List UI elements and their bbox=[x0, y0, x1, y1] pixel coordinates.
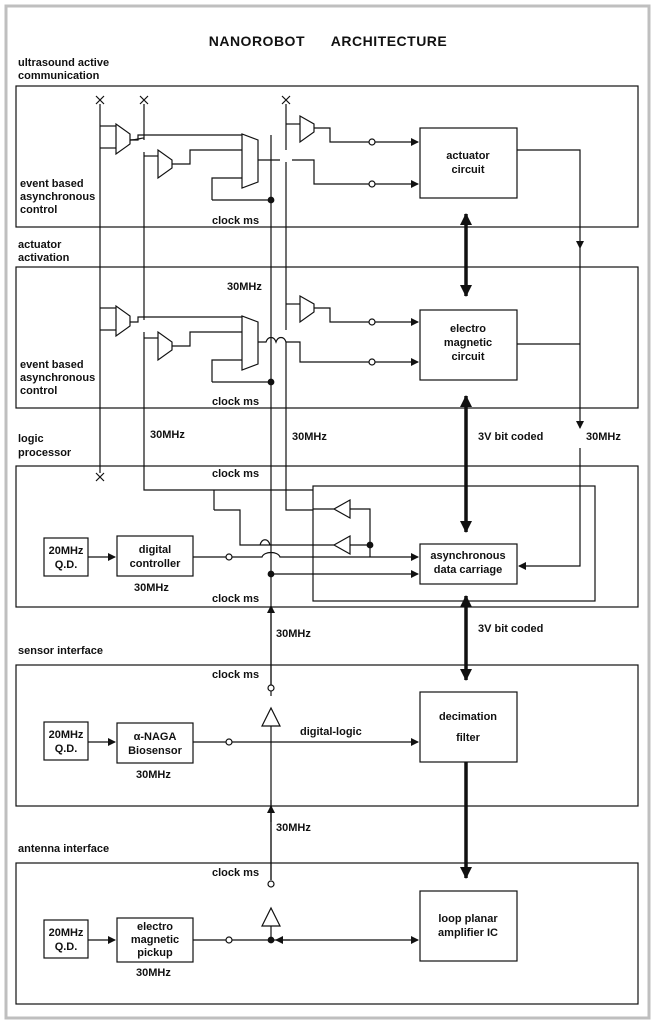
section-label-logic-2: processor bbox=[18, 447, 72, 459]
qd-logic-label-1: 20MHz bbox=[49, 545, 84, 557]
event-control-2-line-1: event based bbox=[20, 359, 84, 371]
section-label-actuator-activation-1: actuator bbox=[18, 239, 62, 251]
section-label-sensor: sensor interface bbox=[18, 645, 103, 657]
bit-coded-label-2: 3V bit coded bbox=[478, 623, 543, 635]
freq-label-antenna-in: 30MHz bbox=[276, 822, 311, 834]
event-control-1-line-1: event based bbox=[20, 178, 84, 190]
freq-label-right: 30MHz bbox=[586, 431, 621, 443]
loop-planar-amplifier-block bbox=[419, 890, 518, 962]
async-data-carriage-block bbox=[419, 543, 518, 585]
qd-sensor-label-2: Q.D. bbox=[55, 743, 78, 755]
section-box-sensor bbox=[15, 664, 639, 807]
biosensor-block bbox=[116, 722, 194, 764]
actuator-circuit-label-1: actuator bbox=[446, 150, 490, 162]
clock-label-1: clock ms bbox=[212, 215, 259, 227]
clock-label-6: clock ms bbox=[212, 867, 259, 879]
wiring bbox=[88, 95, 584, 944]
section-label-logic-1: logic bbox=[18, 433, 44, 445]
section-label-antenna: antenna interface bbox=[18, 843, 109, 855]
digital-controller-label-1: digital bbox=[139, 544, 171, 556]
async-carriage-label-2: data carriage bbox=[434, 564, 502, 576]
section-box-antenna bbox=[15, 862, 639, 1005]
event-control-1-line-3: control bbox=[20, 204, 57, 216]
section-label-ultrasound-1: ultrasound active bbox=[18, 57, 109, 69]
qd-logic-label-2: Q.D. bbox=[55, 559, 78, 571]
async-carriage-label-1: asynchronous bbox=[430, 550, 505, 562]
freq-label-pickup: 30MHz bbox=[136, 967, 171, 979]
outer-frame bbox=[4, 4, 651, 1020]
clock-label-2: clock ms bbox=[212, 396, 259, 408]
section-label-actuator-activation-2: activation bbox=[18, 252, 70, 264]
qd-sensor-label-1: 20MHz bbox=[49, 729, 84, 741]
biosensor-label-1: α-NAGA bbox=[134, 731, 177, 743]
freq-label-biosensor: 30MHz bbox=[136, 769, 171, 781]
section-label-ultrasound-2: communication bbox=[18, 70, 100, 82]
freq-label-controller: 30MHz bbox=[134, 582, 169, 594]
qd-block-antenna bbox=[43, 919, 89, 959]
em-circuit-label-3: circuit bbox=[451, 351, 484, 363]
clock-label-5: clock ms bbox=[212, 669, 259, 681]
qd-antenna-label-2: Q.D. bbox=[55, 941, 78, 953]
em-pickup-block bbox=[116, 917, 194, 963]
actuator-circuit-block bbox=[419, 127, 518, 199]
event-control-2-line-2: asynchronous bbox=[20, 372, 95, 384]
clock-label-4: clock ms bbox=[212, 593, 259, 605]
biosensor-label-2: Biosensor bbox=[128, 745, 183, 757]
em-circuit-label-1: electro bbox=[450, 323, 486, 335]
freq-label-mid: 30MHz bbox=[292, 431, 327, 443]
em-pickup-label-2: magnetic bbox=[131, 934, 179, 946]
section-box-ultrasound bbox=[15, 85, 639, 228]
freq-label-actuator: 30MHz bbox=[227, 281, 262, 293]
em-pickup-label-1: electro bbox=[137, 921, 173, 933]
qd-block-sensor bbox=[43, 721, 89, 761]
qd-antenna-label-1: 20MHz bbox=[49, 927, 84, 939]
event-control-2-line-3: control bbox=[20, 385, 57, 397]
actuator-circuit-label-2: circuit bbox=[451, 164, 484, 176]
freq-label-sensor-in: 30MHz bbox=[276, 628, 311, 640]
bit-coded-label-1: 3V bit coded bbox=[478, 431, 543, 443]
section-box-actuator-activation bbox=[15, 266, 639, 409]
decimation-filter-block bbox=[419, 691, 518, 763]
logic-inner-box bbox=[312, 485, 596, 602]
digital-controller-label-2: controller bbox=[130, 558, 181, 570]
loop-amp-label-2: amplifier IC bbox=[438, 927, 498, 939]
qd-block-logic bbox=[43, 537, 89, 577]
em-pickup-label-3: pickup bbox=[137, 947, 173, 959]
loop-amp-label-1: loop planar bbox=[438, 913, 498, 925]
digital-logic-label: digital-logic bbox=[300, 726, 362, 738]
em-circuit-label-2: magnetic bbox=[444, 337, 492, 349]
clock-label-3: clock ms bbox=[212, 468, 259, 480]
freq-label-left: 30MHz bbox=[150, 429, 185, 441]
page-title: NANOROBOT ARCHITECTURE bbox=[209, 33, 448, 49]
decimation-label-1: decimation bbox=[439, 711, 497, 723]
section-box-logic bbox=[15, 465, 639, 608]
decimation-label-2: filter bbox=[456, 732, 481, 744]
electro-magnetic-circuit-block bbox=[419, 309, 518, 381]
event-control-1-line-2: asynchronous bbox=[20, 191, 95, 203]
digital-controller-block bbox=[116, 535, 194, 577]
